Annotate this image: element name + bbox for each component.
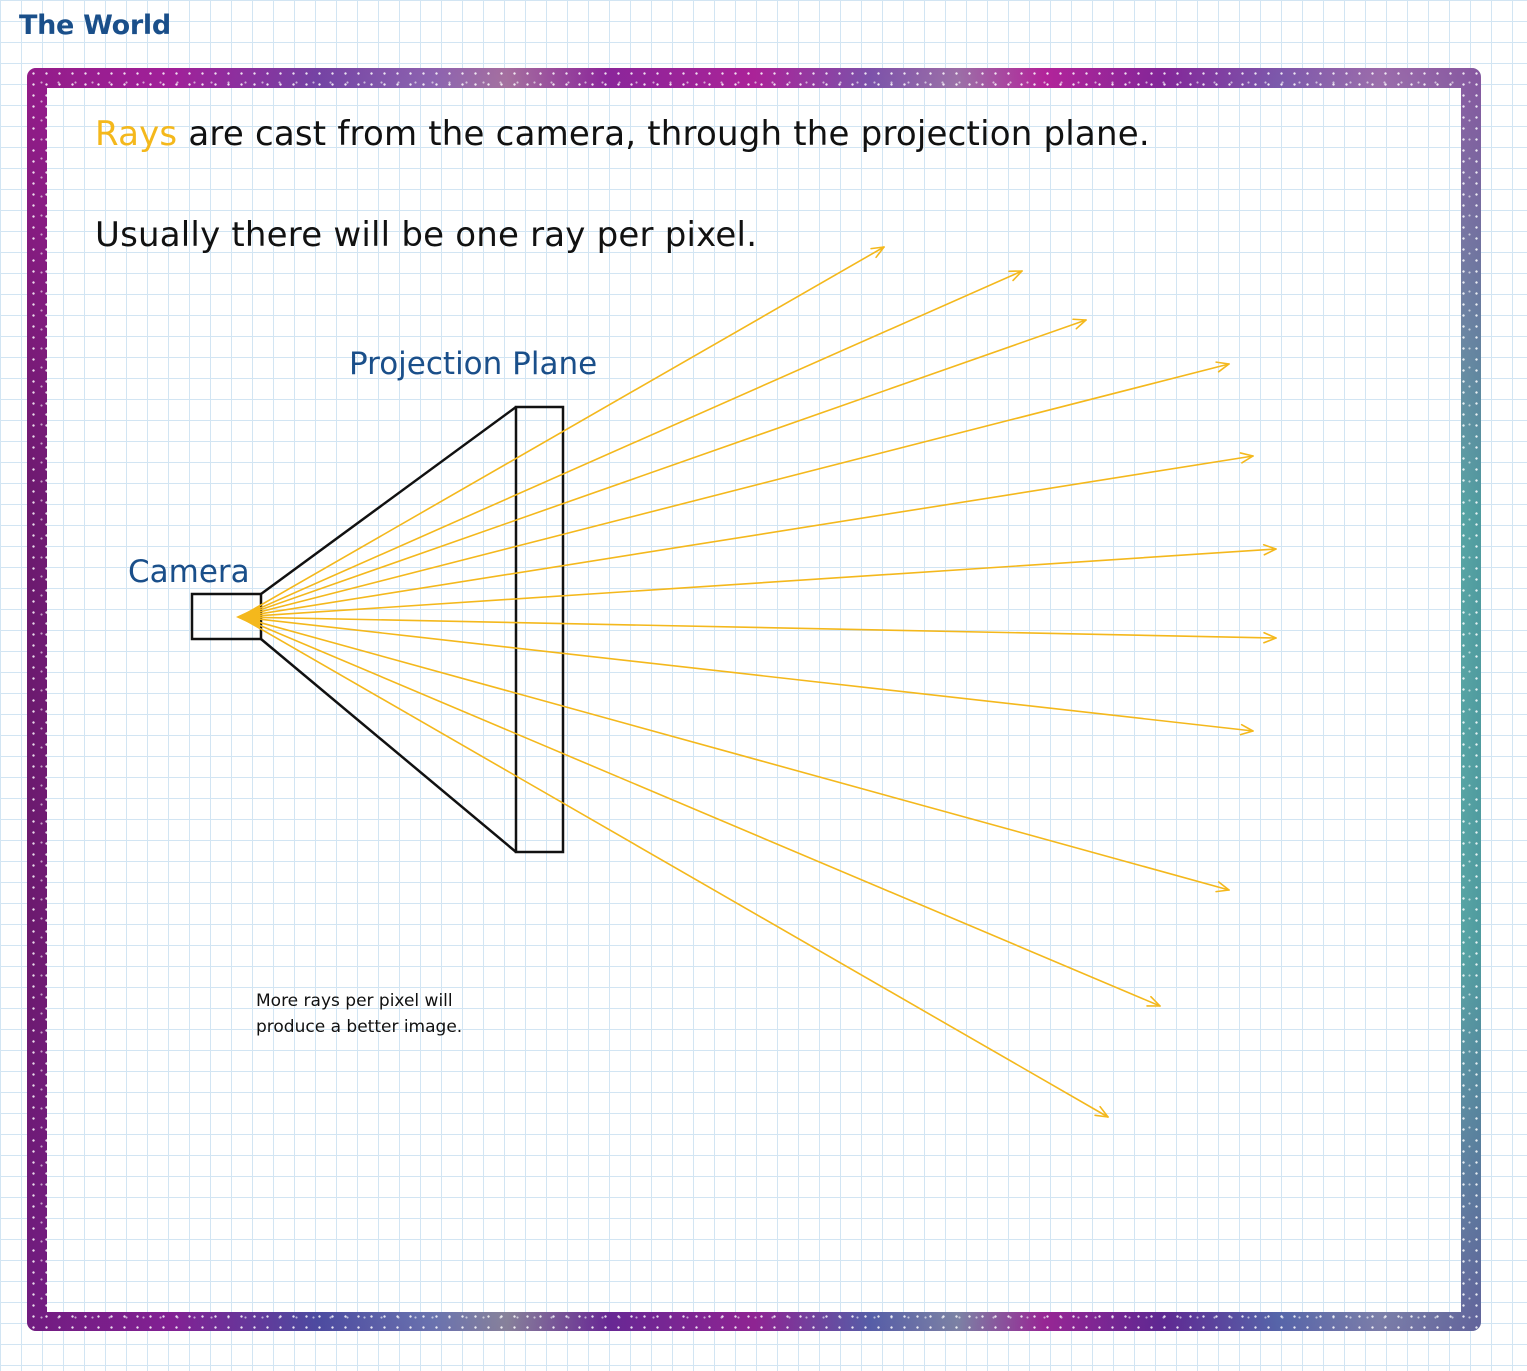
rays-highlight: Rays [95,114,178,154]
ray-line [239,616,1109,1118]
note-text: More rays per pixel will produce a better… [256,988,486,1040]
note-line-2: produce a better image. [256,1017,463,1037]
ray-line [239,363,1230,618]
ray-arrowhead [870,246,885,259]
ray-line [239,616,1161,1007]
ray-arrowhead [1215,881,1230,893]
subline: Usually there will be one ray per pixel. [95,215,758,255]
ray-line [239,246,885,618]
frustum-lines [260,405,517,853]
ray-arrowhead [1094,1105,1109,1118]
ray-arrowhead [1146,995,1161,1007]
ray-line [239,455,1254,618]
headline-text: are cast from the camera, through the pr… [177,114,1150,154]
page-title: The World [19,10,171,41]
ray-line [239,616,1254,732]
note-line-1: More rays per pixel will [256,991,453,1011]
ray-arrowhead [1072,318,1087,330]
ray-arrowhead [1263,631,1277,644]
projection-plane-label: Projection Plane [349,346,598,382]
ray-arrowhead [1215,361,1230,373]
ray-arrowhead [1262,543,1277,556]
camera-label: Camera [128,554,250,590]
content-panel [47,88,1461,1312]
ray-arrowhead [1239,452,1254,464]
ray-arrowhead [1239,723,1254,736]
camera-origin [236,606,260,628]
ray-line [239,616,1277,639]
headline: Rays are cast from the camera, through t… [95,114,1150,154]
ray-line [239,270,1023,618]
ray-line [239,616,1230,891]
rays [239,246,1277,1118]
ray-arrowhead [1008,270,1023,282]
projection-plane [514,405,565,854]
ray-line [239,548,1277,618]
camera-box [190,592,263,641]
ray-line [239,319,1087,618]
